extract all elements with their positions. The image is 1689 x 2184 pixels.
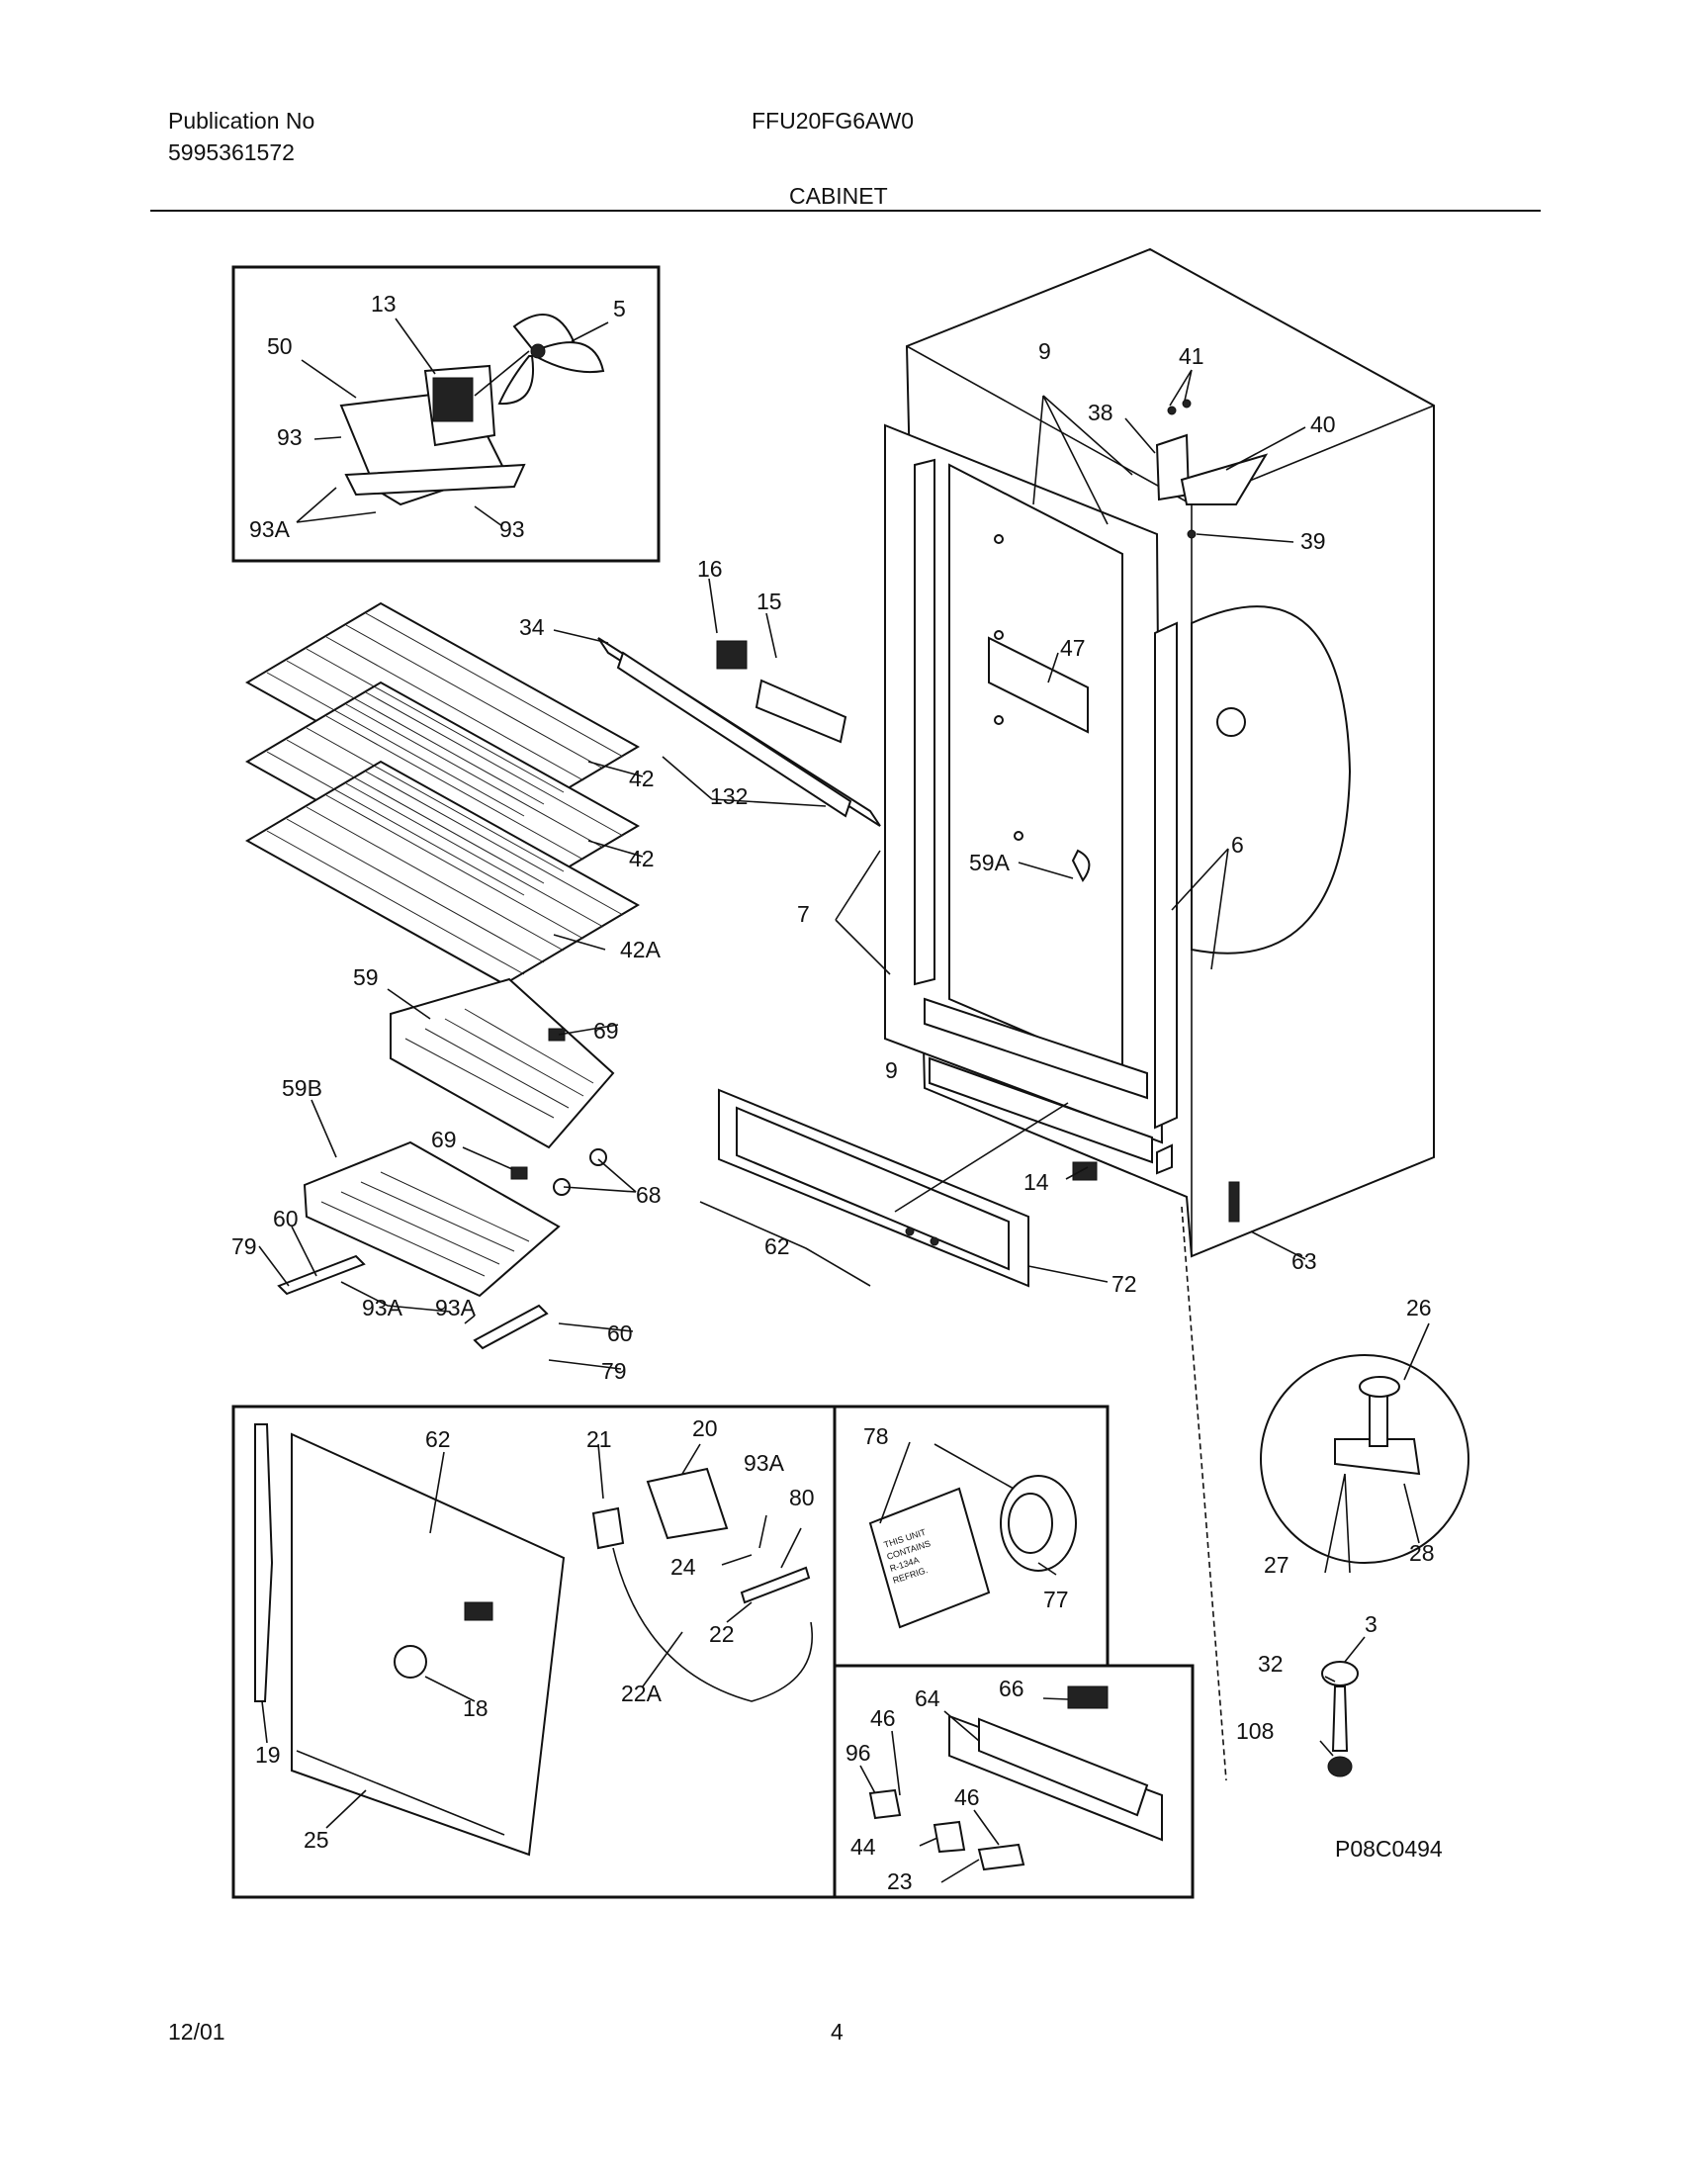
callout-19: 19: [255, 1742, 281, 1768]
callout-93A-c: 93A: [435, 1295, 477, 1320]
callout-26: 26: [1406, 1295, 1432, 1320]
callout-32: 32: [1258, 1651, 1284, 1677]
callout-62-b: 62: [425, 1426, 451, 1452]
callout-22A: 22A: [621, 1681, 663, 1706]
publication-number: 5995361572: [168, 139, 295, 165]
callout-13: 13: [371, 291, 397, 317]
callout-66: 66: [999, 1676, 1024, 1701]
callout-3: 3: [1365, 1611, 1378, 1637]
callout-93: 93: [277, 424, 303, 450]
alarm-drawing: THIS UNIT CONTAINS R-134A REFRIG.: [868, 1443, 1077, 1629]
callout-23: 23: [887, 1868, 913, 1894]
footer-date: 12/01: [168, 2019, 225, 2045]
callout-77: 77: [1043, 1587, 1069, 1612]
callout-59B: 59B: [282, 1075, 322, 1101]
callout-9: 9: [1038, 338, 1051, 364]
header-rule: [150, 210, 1541, 212]
callout-68: 68: [636, 1182, 662, 1208]
fan-motor-drawing: [339, 314, 605, 506]
shelf-support-drawing: [597, 637, 881, 827]
drawing-id: P08C0494: [1335, 1836, 1443, 1862]
callout-60: 60: [273, 1206, 299, 1231]
callout-62: 62: [764, 1233, 790, 1259]
callout-9-b: 9: [885, 1057, 898, 1083]
grille-drawing: [718, 1088, 1098, 1288]
section-title: CABINET: [789, 183, 888, 209]
callout-93A: 93A: [249, 516, 291, 542]
callout-44: 44: [850, 1834, 876, 1860]
cabinet-body-drawing: [884, 247, 1435, 1258]
baskets-drawing: [277, 977, 615, 1350]
callout-93-b: 93: [499, 516, 525, 542]
callout-80: 80: [789, 1485, 815, 1510]
callout-96: 96: [845, 1740, 871, 1766]
callout-34: 34: [519, 614, 545, 640]
callout-18: 18: [463, 1695, 489, 1721]
callout-6: 6: [1231, 832, 1244, 858]
callout-79-b: 79: [601, 1358, 627, 1384]
switch-housing-drawing: [868, 1685, 1163, 1871]
callout-40: 40: [1310, 411, 1336, 437]
control-panel-drawing: [254, 1423, 813, 1857]
callout-14: 14: [1023, 1169, 1049, 1195]
callout-21: 21: [586, 1426, 612, 1452]
callout-46: 46: [870, 1705, 896, 1731]
leveling-parts-drawing: [1181, 1206, 1469, 1781]
callout-28: 28: [1409, 1540, 1435, 1566]
callout-59A: 59A: [969, 850, 1011, 875]
wire-shelves-drawing: [244, 601, 641, 986]
callout-24: 24: [670, 1554, 696, 1580]
callout-42A: 42A: [620, 937, 662, 962]
fan-motor-inset-box: [231, 265, 661, 563]
callout-64: 64: [915, 1685, 940, 1711]
callout-69: 69: [593, 1018, 619, 1044]
callout-60-b: 60: [607, 1320, 633, 1346]
callout-22: 22: [709, 1621, 735, 1647]
callout-20: 20: [692, 1415, 718, 1441]
publication-label: Publication No: [168, 108, 315, 134]
callout-46-b: 46: [954, 1784, 980, 1810]
callout-7: 7: [797, 901, 810, 927]
callout-63: 63: [1291, 1248, 1317, 1274]
callout-27: 27: [1264, 1552, 1289, 1578]
callout-42-b: 42: [629, 846, 655, 871]
callout-25: 25: [304, 1827, 329, 1853]
callout-59: 59: [353, 964, 379, 990]
callout-5: 5: [613, 296, 626, 321]
callout-labels: 13 5 50 93 93A 93 41 38 40 9 39 16 15 34…: [231, 291, 1435, 1894]
callout-38: 38: [1088, 400, 1113, 425]
callout-16: 16: [697, 556, 723, 582]
callout-15: 15: [756, 589, 782, 614]
callout-41: 41: [1179, 343, 1204, 369]
callout-42: 42: [629, 766, 655, 791]
model-number: FFU20FG6AW0: [752, 108, 915, 134]
leader-lines: [258, 318, 1430, 1883]
callout-108: 108: [1236, 1718, 1274, 1744]
callout-39: 39: [1300, 528, 1326, 554]
callout-47: 47: [1060, 635, 1086, 661]
footer-page-number: 4: [831, 2019, 844, 2045]
callout-79: 79: [231, 1233, 257, 1259]
callout-93A-d: 93A: [744, 1450, 785, 1476]
callout-50: 50: [267, 333, 293, 359]
callout-93A-b: 93A: [362, 1295, 403, 1320]
callout-72: 72: [1111, 1271, 1137, 1297]
callout-78: 78: [863, 1423, 889, 1449]
callout-69-b: 69: [431, 1127, 457, 1152]
callout-132: 132: [710, 783, 748, 809]
switch-housing-inset-box: [833, 1664, 1195, 1899]
